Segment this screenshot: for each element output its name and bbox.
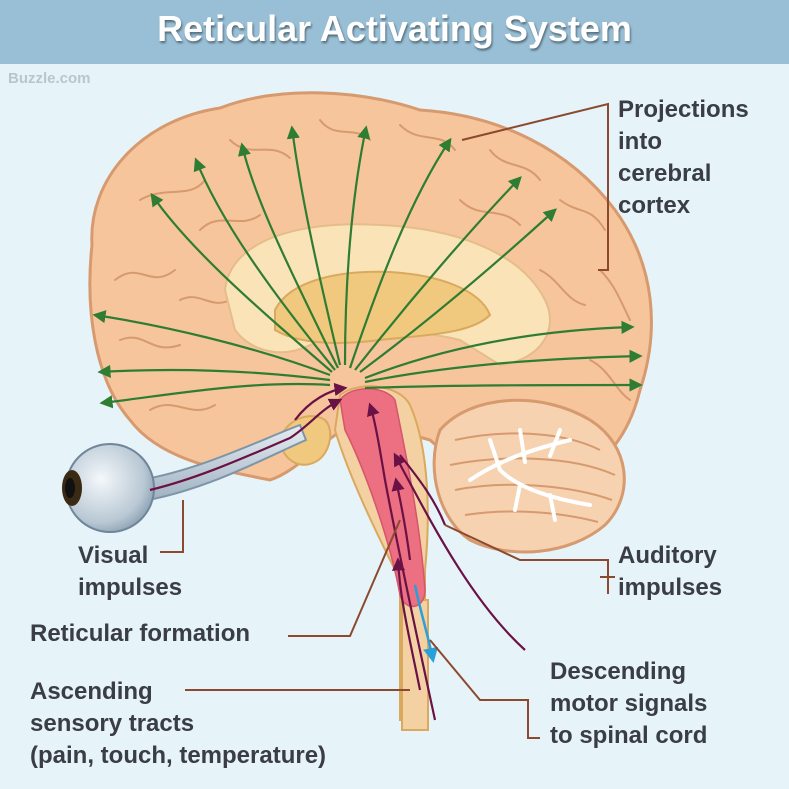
label-line: Ascending xyxy=(30,678,153,705)
cerebellum xyxy=(432,398,626,554)
label-line: Reticular formation xyxy=(30,620,251,647)
reticular-formation xyxy=(339,388,426,608)
label-line: motor signals xyxy=(550,690,708,717)
label-line: sensory tracts xyxy=(30,710,195,737)
thalamus xyxy=(274,270,492,344)
label-line: Visual xyxy=(78,542,149,569)
title-bar xyxy=(0,0,789,64)
label-descending-motor: Descending motor signals to spinal cord xyxy=(550,656,707,752)
descending-motor-arrow xyxy=(413,584,438,663)
leader-lines xyxy=(160,102,615,739)
label-line: Auditory xyxy=(618,542,717,569)
label-ascending-sensory: Ascending sensory tracts (pain, touch, t… xyxy=(30,676,326,772)
sensory-impulse-arrows xyxy=(149,382,526,721)
cortical-projection-arrows xyxy=(92,125,643,409)
eyeball-icon xyxy=(62,443,155,533)
page-title: Reticular Activating System xyxy=(157,8,632,49)
credit-watermark: Buzzle.com xyxy=(8,70,91,87)
label-auditory-impulses: Auditory impulses xyxy=(618,540,722,604)
label-line: (pain, touch, temperature) xyxy=(30,742,327,769)
label-line: into xyxy=(618,128,662,155)
label-line: cortex xyxy=(618,192,691,219)
label-line: impulses xyxy=(78,574,183,601)
brain-gyri xyxy=(114,119,631,411)
label-visual-impulses: Visual impulses xyxy=(78,540,182,604)
label-line: to spinal cord xyxy=(550,722,708,749)
label-reticular-formation: Reticular formation xyxy=(30,618,250,650)
label-projections: Projections into cerebral cortex xyxy=(618,94,749,222)
label-line: cerebral xyxy=(618,160,712,187)
label-line: Projections xyxy=(618,96,749,123)
label-line: impulses xyxy=(618,574,723,601)
label-line: Descending xyxy=(550,658,687,685)
